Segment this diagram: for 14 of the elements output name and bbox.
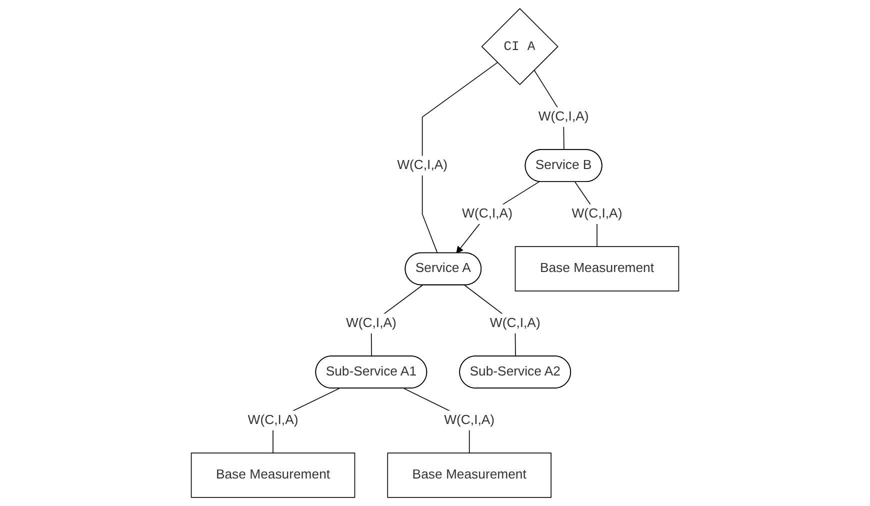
edge-label: W(C,I,A) <box>538 110 589 124</box>
edge-label: W(C,I,A) <box>490 316 540 330</box>
node-diamond: CI A <box>481 8 558 86</box>
edge-label: W(C,I,A) <box>248 413 298 428</box>
edge-label: W(C,I,A) <box>397 158 448 172</box>
edge-label: W(C,I,A) <box>572 206 622 221</box>
connector <box>422 62 498 254</box>
edge-label: W(C,I,A) <box>346 316 396 330</box>
edge-label: W(C,I,A) <box>462 206 512 221</box>
arrow <box>456 181 540 254</box>
node-box: Base Measurement <box>514 246 680 292</box>
node-box: Base Measurement <box>387 452 552 498</box>
edge-label: W(C,I,A) <box>444 413 495 428</box>
node-box: Base Measurement <box>190 452 356 498</box>
